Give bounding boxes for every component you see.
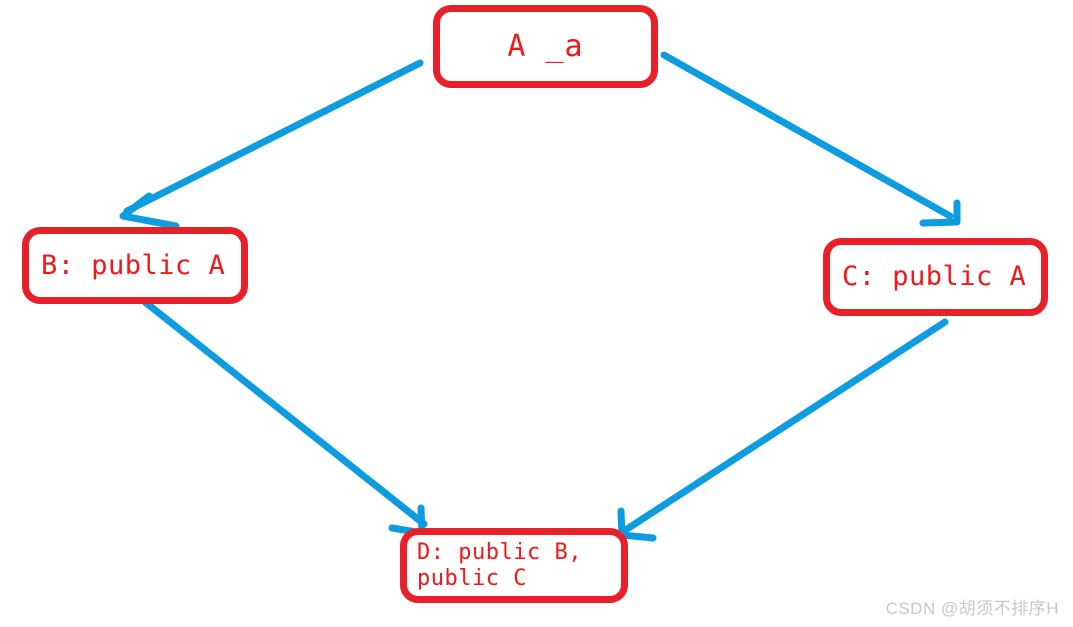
edge-a-to-b-line	[123, 59, 424, 215]
node-box-c[interactable]: C: public A	[823, 238, 1048, 316]
node-box-d[interactable]: D: public B, public C	[400, 528, 628, 603]
node-box-b[interactable]: B: public A	[22, 227, 248, 304]
edge-c-to-d	[617, 318, 949, 542]
edge-a-to-c-line	[660, 51, 954, 220]
node-box-a[interactable]: A _a	[433, 5, 658, 88]
edge-b-to-d-line	[141, 298, 428, 528]
edge-a-to-c-arrowhead	[919, 199, 961, 227]
edge-a-to-b-arrowhead	[119, 192, 180, 230]
edge-a-to-b	[119, 59, 424, 230]
node-d-label: D: public B, public C	[417, 539, 582, 591]
edge-a-to-c	[660, 51, 961, 227]
node-a-label: A _a	[507, 28, 584, 64]
edge-b-to-d	[141, 298, 428, 537]
edge-c-to-d-line	[620, 318, 949, 535]
csdn-watermark: CSDN @胡须不排序H	[885, 599, 1059, 618]
node-b-label: B: public A	[41, 249, 226, 281]
node-c-label: C: public A	[842, 261, 1027, 293]
